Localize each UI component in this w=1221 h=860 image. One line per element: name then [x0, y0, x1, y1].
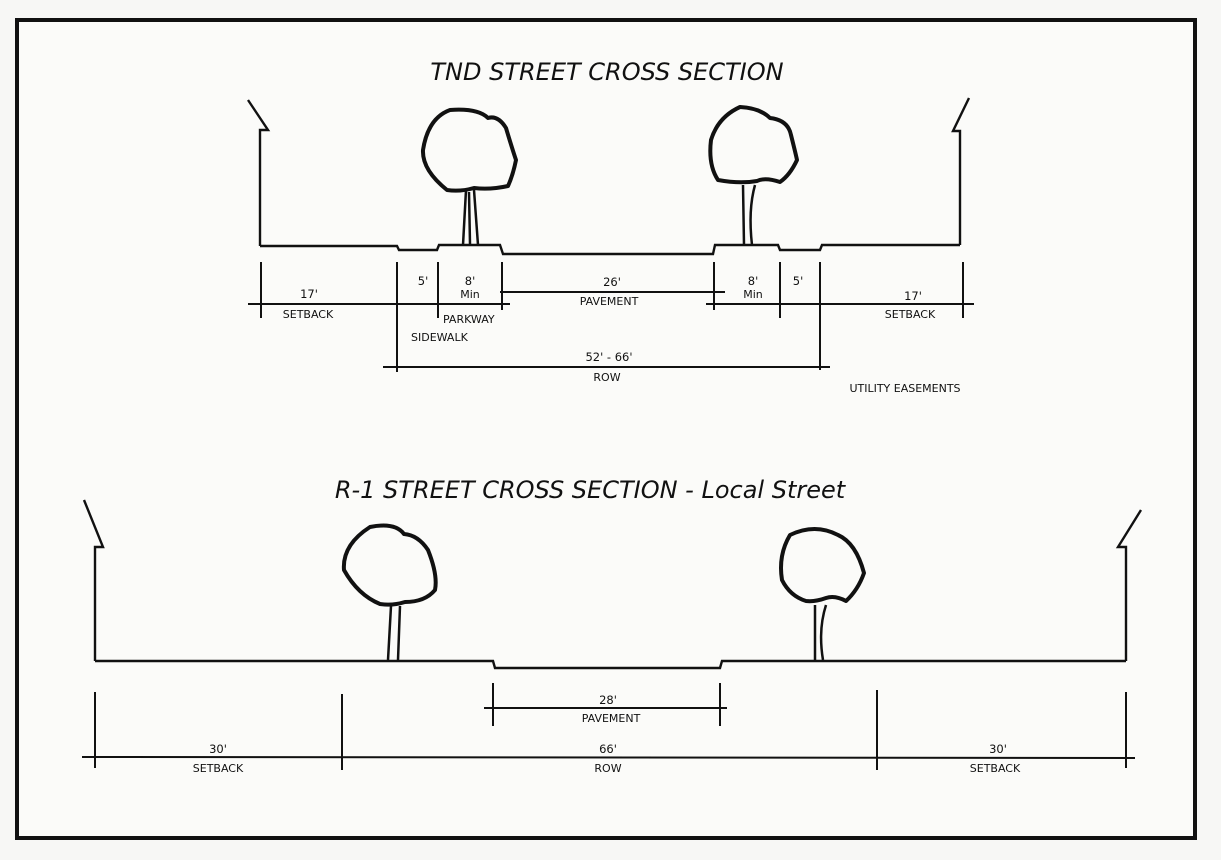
tnd-pavement-label: PAVEMENT — [580, 295, 639, 308]
tnd-row-label: ROW — [593, 371, 620, 384]
r1-setback-right-value: 30' — [989, 742, 1007, 756]
tnd-utility-easements-label: UTILITY EASEMENTS — [849, 382, 960, 395]
tnd-tree-right — [708, 105, 799, 246]
r1-row-label: ROW — [594, 762, 621, 775]
tnd-parkway-label: PARKWAY — [443, 313, 495, 326]
tnd-parkway-left-min: Min — [460, 288, 480, 301]
r1-pavement-label: PAVEMENT — [582, 712, 641, 725]
r1-tree-right — [779, 527, 866, 661]
r1-row-value: 66' — [599, 742, 617, 756]
drawing-frame — [15, 18, 1197, 840]
tnd-ground-profile — [260, 243, 960, 256]
tnd-pavement-value: 26' — [603, 275, 621, 289]
r1-dimension-lines — [81, 707, 1136, 759]
r1-title: R-1 STREET CROSS SECTION - Local Street — [335, 476, 847, 504]
r1-ground-profile — [95, 659, 1126, 670]
r1-pavement-value: 28' — [599, 693, 617, 707]
tnd-setback-right-value: 17' — [904, 289, 922, 303]
r1-tree-left — [341, 523, 438, 661]
tnd-sidewalk-left-value: 5' — [418, 274, 428, 288]
r1-building-right — [1115, 509, 1143, 661]
tnd-sidewalk-label: SIDEWALK — [411, 331, 469, 344]
tnd-title: TND STREET CROSS SECTION — [430, 58, 783, 86]
r1-setback-left-label: SETBACK — [193, 762, 244, 775]
tnd-setback-left-label: SETBACK — [283, 308, 334, 321]
tnd-tree-left — [420, 107, 518, 246]
r1-setback-right-label: SETBACK — [970, 762, 1021, 775]
tnd-parkway-right-value: 8' — [748, 274, 758, 288]
tnd-parkway-left-value: 8' — [465, 274, 475, 288]
tnd-row-value: 52' - 66' — [585, 350, 632, 364]
tnd-sidewalk-right-value: 5' — [793, 274, 803, 288]
tnd-dimension-lines — [248, 291, 974, 368]
tnd-building-right — [951, 97, 971, 245]
tnd-building-left — [247, 99, 271, 246]
tnd-parkway-right-min: Min — [743, 288, 763, 301]
r1-setback-left-value: 30' — [209, 742, 227, 756]
tnd-extension-lines — [260, 262, 964, 372]
tnd-setback-right-label: SETBACK — [885, 308, 936, 321]
r1-building-left — [82, 499, 105, 661]
tnd-setback-left-value: 17' — [300, 287, 318, 301]
